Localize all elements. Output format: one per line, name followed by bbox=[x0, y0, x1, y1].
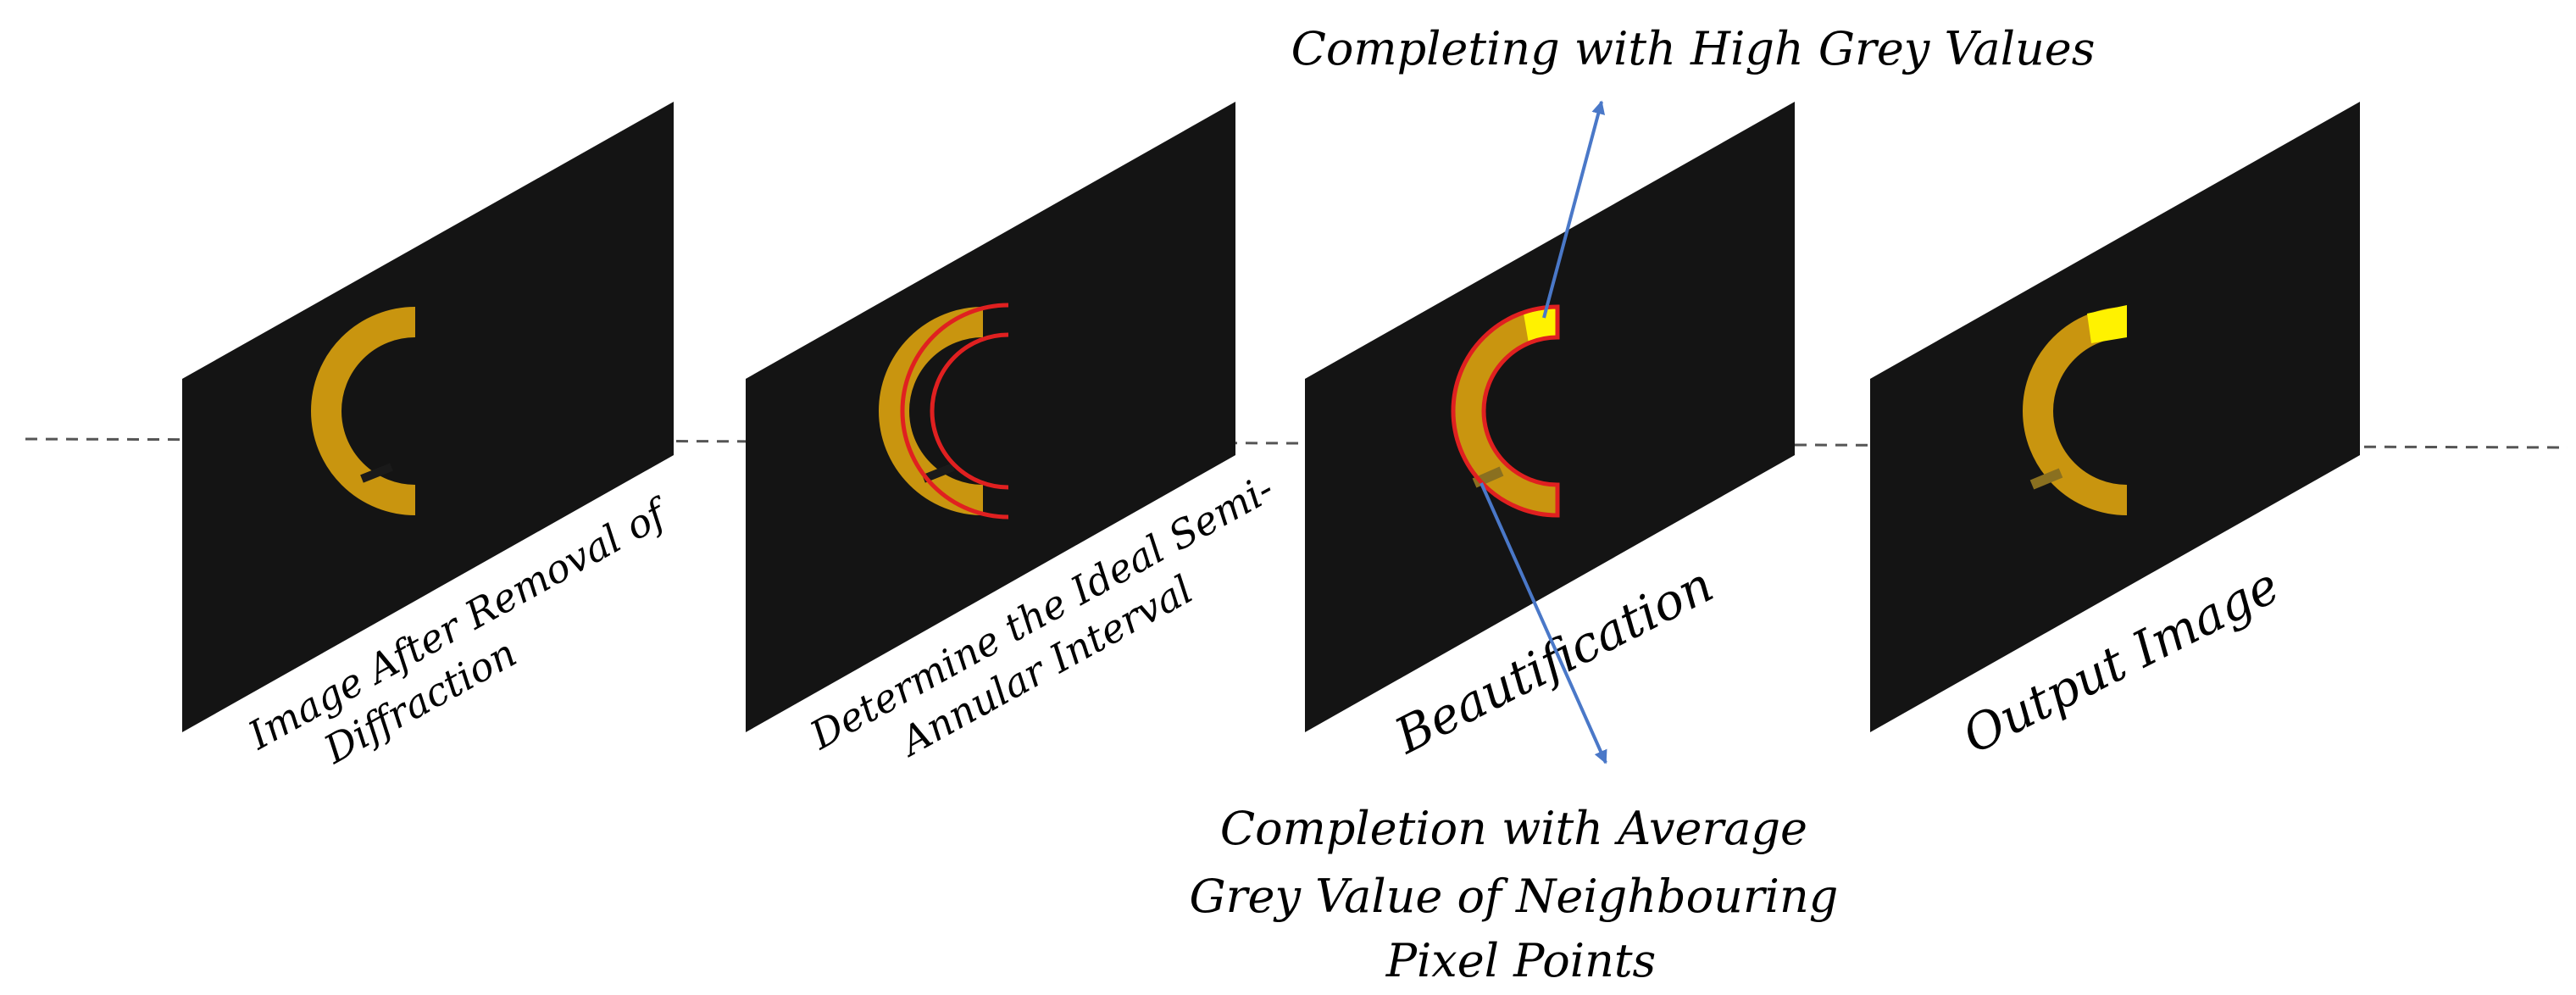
annotation-line-1: Completion with Average bbox=[1220, 802, 1807, 855]
outer-boundary-outline bbox=[900, 303, 1009, 520]
panel-semi-annular-interval: Determine the Ideal Semi- Annular Interv… bbox=[746, 102, 1281, 766]
inner-boundary-outline bbox=[930, 332, 1009, 490]
annotation-average-grey: Completion with Average Grey Value of Ne… bbox=[1190, 802, 1853, 987]
high-grey-fill bbox=[1524, 307, 1557, 343]
arrow-to-bottom-annotation bbox=[1480, 482, 1607, 764]
annotation-line-2: Grey Value of Neighbouring bbox=[1190, 870, 1839, 923]
arrow-to-top-annotation bbox=[1542, 100, 1606, 319]
average-grey-fill bbox=[2029, 468, 2063, 490]
high-grey-fill bbox=[2087, 305, 2127, 343]
panel-plane bbox=[746, 102, 1235, 732]
ring-image bbox=[879, 303, 1009, 520]
ring-image bbox=[2023, 305, 2128, 515]
panel-plane bbox=[182, 102, 674, 732]
panel-plane bbox=[1870, 102, 2360, 732]
panel-plane bbox=[1305, 102, 1795, 732]
panel-beautification: Beautification bbox=[1305, 102, 1795, 765]
annotation-line-3: Pixel Points bbox=[1385, 934, 1657, 987]
ring-image bbox=[1451, 304, 1560, 518]
ring-outline bbox=[1451, 304, 1560, 518]
annotation-high-grey: Completing with High Grey Values bbox=[1291, 22, 2096, 75]
panel-output-image: Output Image bbox=[1870, 102, 2360, 764]
ring-image bbox=[311, 307, 416, 515]
panel-removal-of-diffraction: Image After Removal of Diffraction bbox=[182, 102, 678, 773]
